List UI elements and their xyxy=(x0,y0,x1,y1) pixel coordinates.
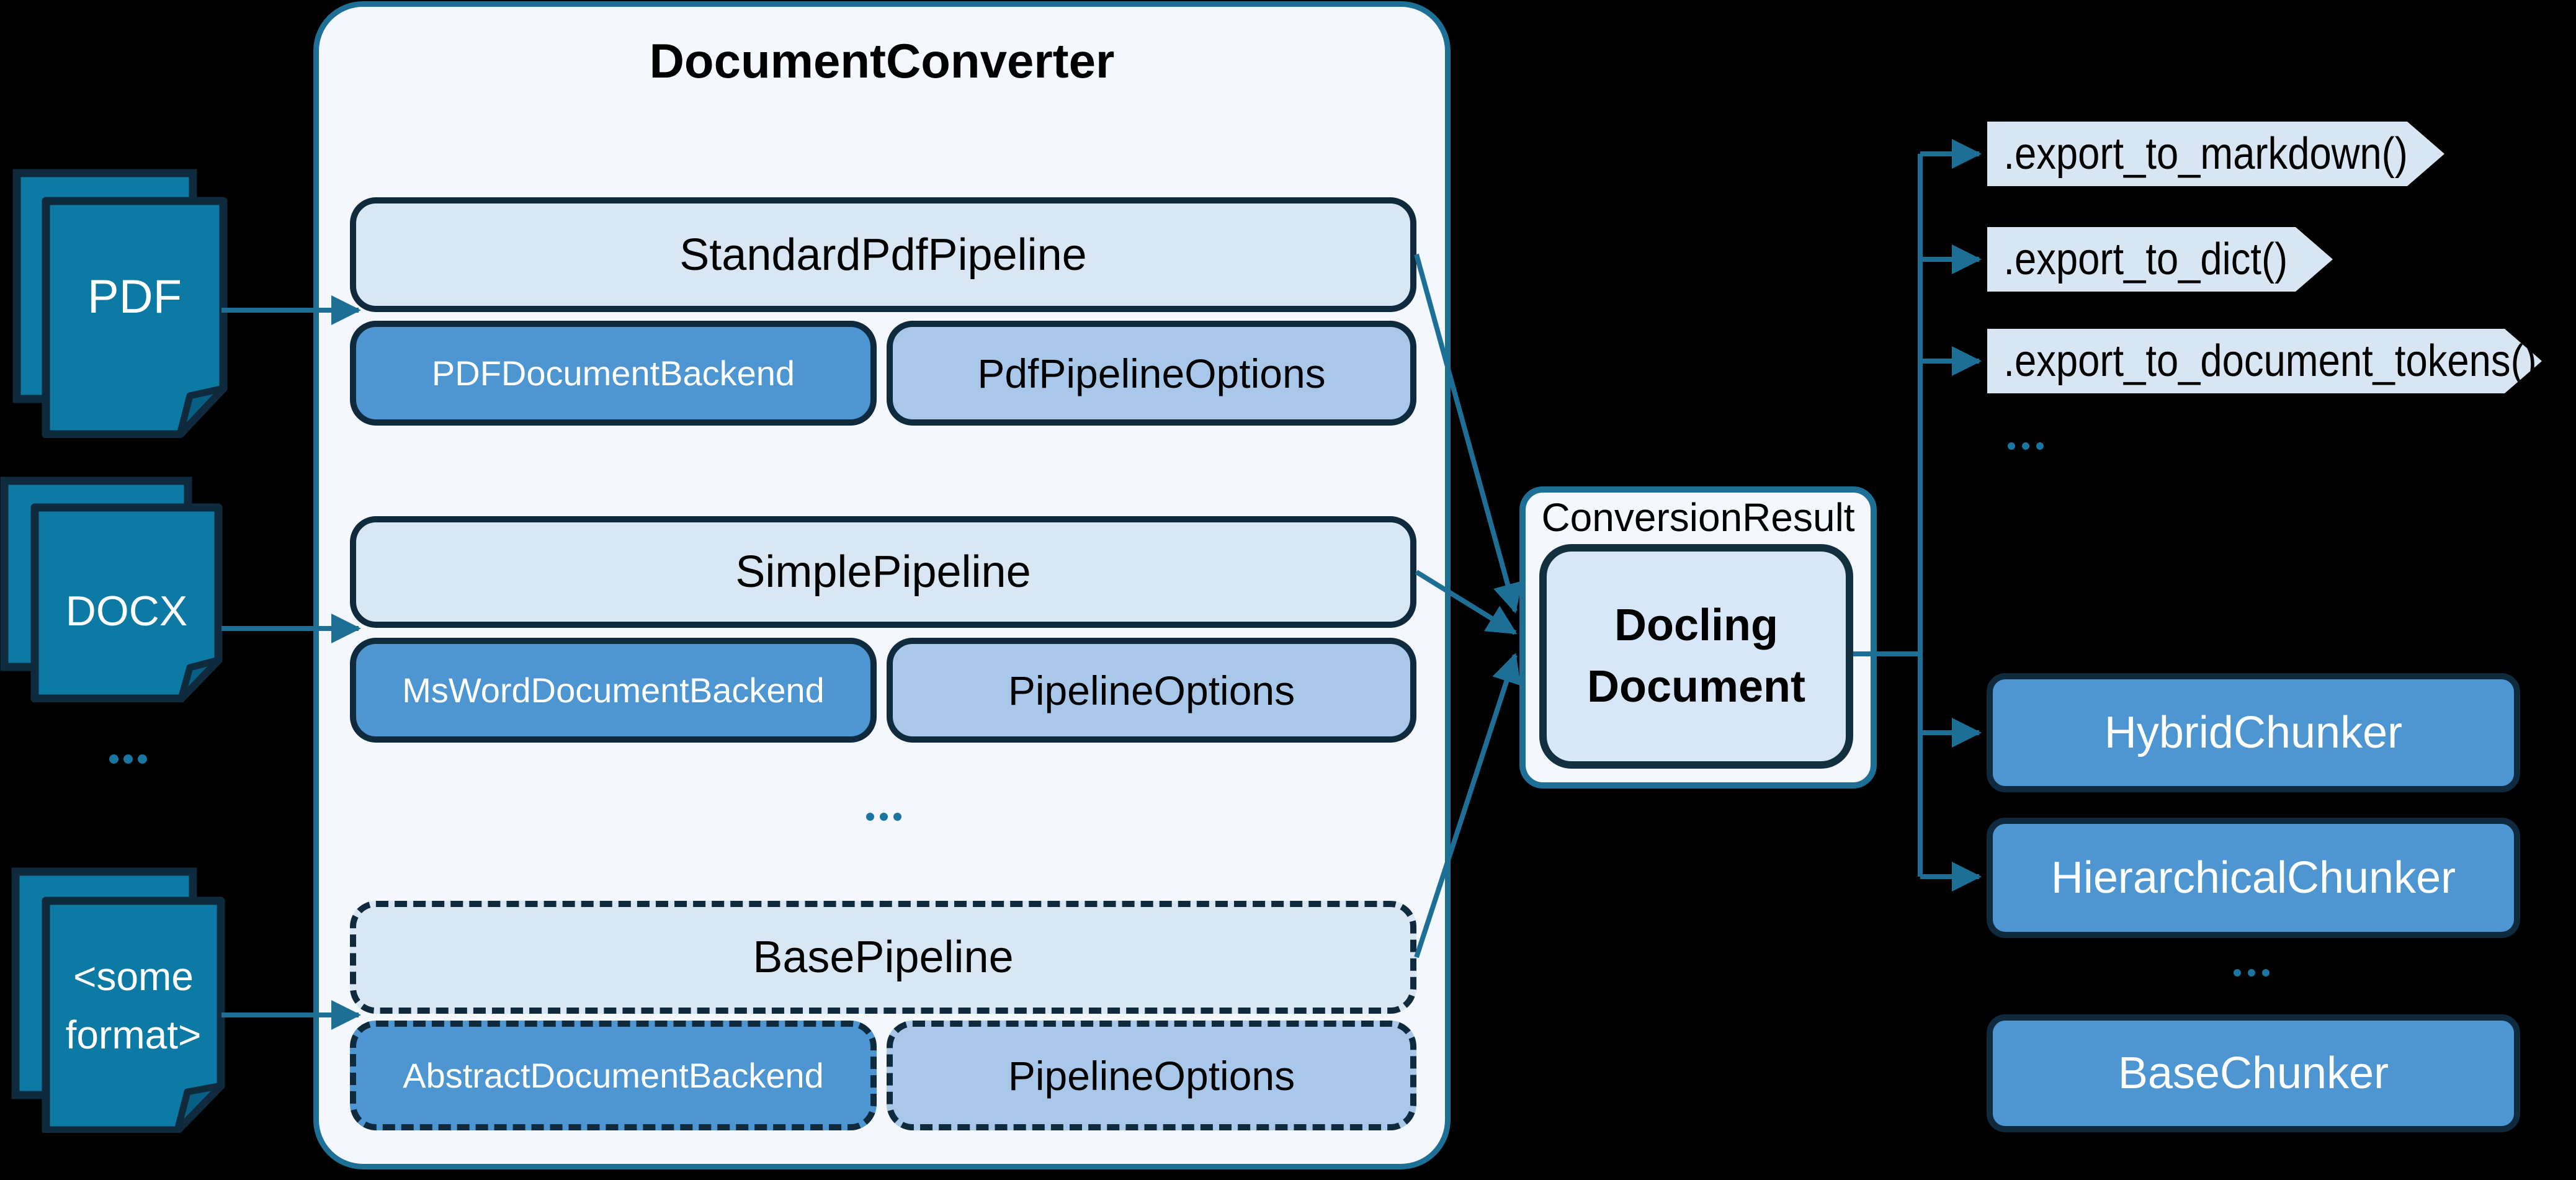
ellipsis-dot xyxy=(2036,442,2044,450)
backend-abstract-document-label: AbstractDocumentBackend xyxy=(403,1056,824,1095)
docx-label: DOCX xyxy=(66,588,187,635)
backend-msword-document: MsWordDocumentBackend xyxy=(350,638,877,743)
ellipsis-dot xyxy=(2234,969,2241,977)
conversion-result-label: ConversionResult xyxy=(1541,495,1855,540)
export-to-dict-label: .export_to_dict() xyxy=(2003,235,2288,284)
docling-document-line1: Docling xyxy=(1614,600,1778,650)
docling-document-box: Docling Document xyxy=(1539,544,1853,769)
ellipsis-dot xyxy=(866,813,874,821)
hybrid-chunker-label: HybridChunker xyxy=(2104,708,2403,758)
export-to-markdown-label: .export_to_markdown() xyxy=(2003,129,2408,179)
some-format-label-line2: format> xyxy=(66,1012,202,1057)
export-to-document-tokens-tag: .export_to_document_tokens() xyxy=(1987,329,2542,393)
options-pdf-pipeline: PdfPipelineOptions xyxy=(887,321,1416,426)
options-base-pipeline: PipelineOptions xyxy=(887,1021,1416,1130)
pipeline-simple-label: SimplePipeline xyxy=(735,547,1031,597)
backend-msword-document-label: MsWordDocumentBackend xyxy=(402,671,825,710)
ellipsis-dot xyxy=(123,754,133,764)
document-converter-title: DocumentConverter xyxy=(649,33,1115,88)
backend-pdf-document-label: PDFDocumentBackend xyxy=(431,354,795,393)
ellipsis-dot xyxy=(2022,442,2029,450)
base-chunker-label: BaseChunker xyxy=(2118,1048,2389,1098)
pipeline-simple: SimplePipeline xyxy=(350,516,1416,628)
backend-pdf-document: PDFDocumentBackend xyxy=(350,321,877,426)
hierarchical-chunker-box: HierarchicalChunker xyxy=(1987,818,2520,938)
some-format-page-fold xyxy=(174,1082,225,1133)
more-exports-ellipsis xyxy=(2008,442,2051,450)
docx-page-fold xyxy=(177,656,222,702)
pdf-page-fold xyxy=(176,385,227,438)
more-input-formats-ellipsis xyxy=(109,754,152,764)
pipeline-base-label: BasePipeline xyxy=(753,932,1014,982)
some-format-documents-icon: <some format> xyxy=(11,867,225,1133)
pipeline-base: BasePipeline xyxy=(350,901,1416,1014)
backend-abstract-document: AbstractDocumentBackend xyxy=(350,1021,877,1130)
hierarchical-chunker-label: HierarchicalChunker xyxy=(2051,853,2456,903)
pdf-documents-icon: PDF xyxy=(12,169,228,438)
more-pipelines-ellipsis xyxy=(866,813,907,821)
options-pdf-pipeline-label: PdfPipelineOptions xyxy=(977,350,1326,396)
export-to-dict-tag: .export_to_dict() xyxy=(1987,227,2333,292)
ellipsis-dot xyxy=(893,813,901,821)
options-pipeline: PipelineOptions xyxy=(887,638,1416,743)
pipeline-standard-pdf-label: StandardPdfPipeline xyxy=(679,230,1087,280)
ellipsis-dot xyxy=(880,813,888,821)
hybrid-chunker-box: HybridChunker xyxy=(1987,673,2520,792)
base-chunker-box: BaseChunker xyxy=(1987,1014,2520,1132)
ellipsis-dot xyxy=(109,754,119,764)
options-pipeline-label: PipelineOptions xyxy=(1008,667,1295,713)
ellipsis-dot xyxy=(2008,442,2015,450)
docx-documents-icon: DOCX xyxy=(0,476,223,702)
some-format-label-line1: <some xyxy=(73,954,194,999)
ellipsis-dot xyxy=(138,754,147,764)
ellipsis-dot xyxy=(2262,969,2270,977)
export-to-markdown-tag: .export_to_markdown() xyxy=(1987,122,2444,186)
more-chunkers-ellipsis xyxy=(2234,969,2276,977)
pdf-label: PDF xyxy=(87,270,182,323)
options-base-pipeline-label: PipelineOptions xyxy=(1008,1052,1295,1099)
docling-document-line2: Document xyxy=(1586,662,1806,712)
pipeline-standard-pdf: StandardPdfPipeline xyxy=(350,197,1416,312)
export-to-document-tokens-label: .export_to_document_tokens() xyxy=(2003,336,2537,386)
ellipsis-dot xyxy=(2248,969,2255,977)
